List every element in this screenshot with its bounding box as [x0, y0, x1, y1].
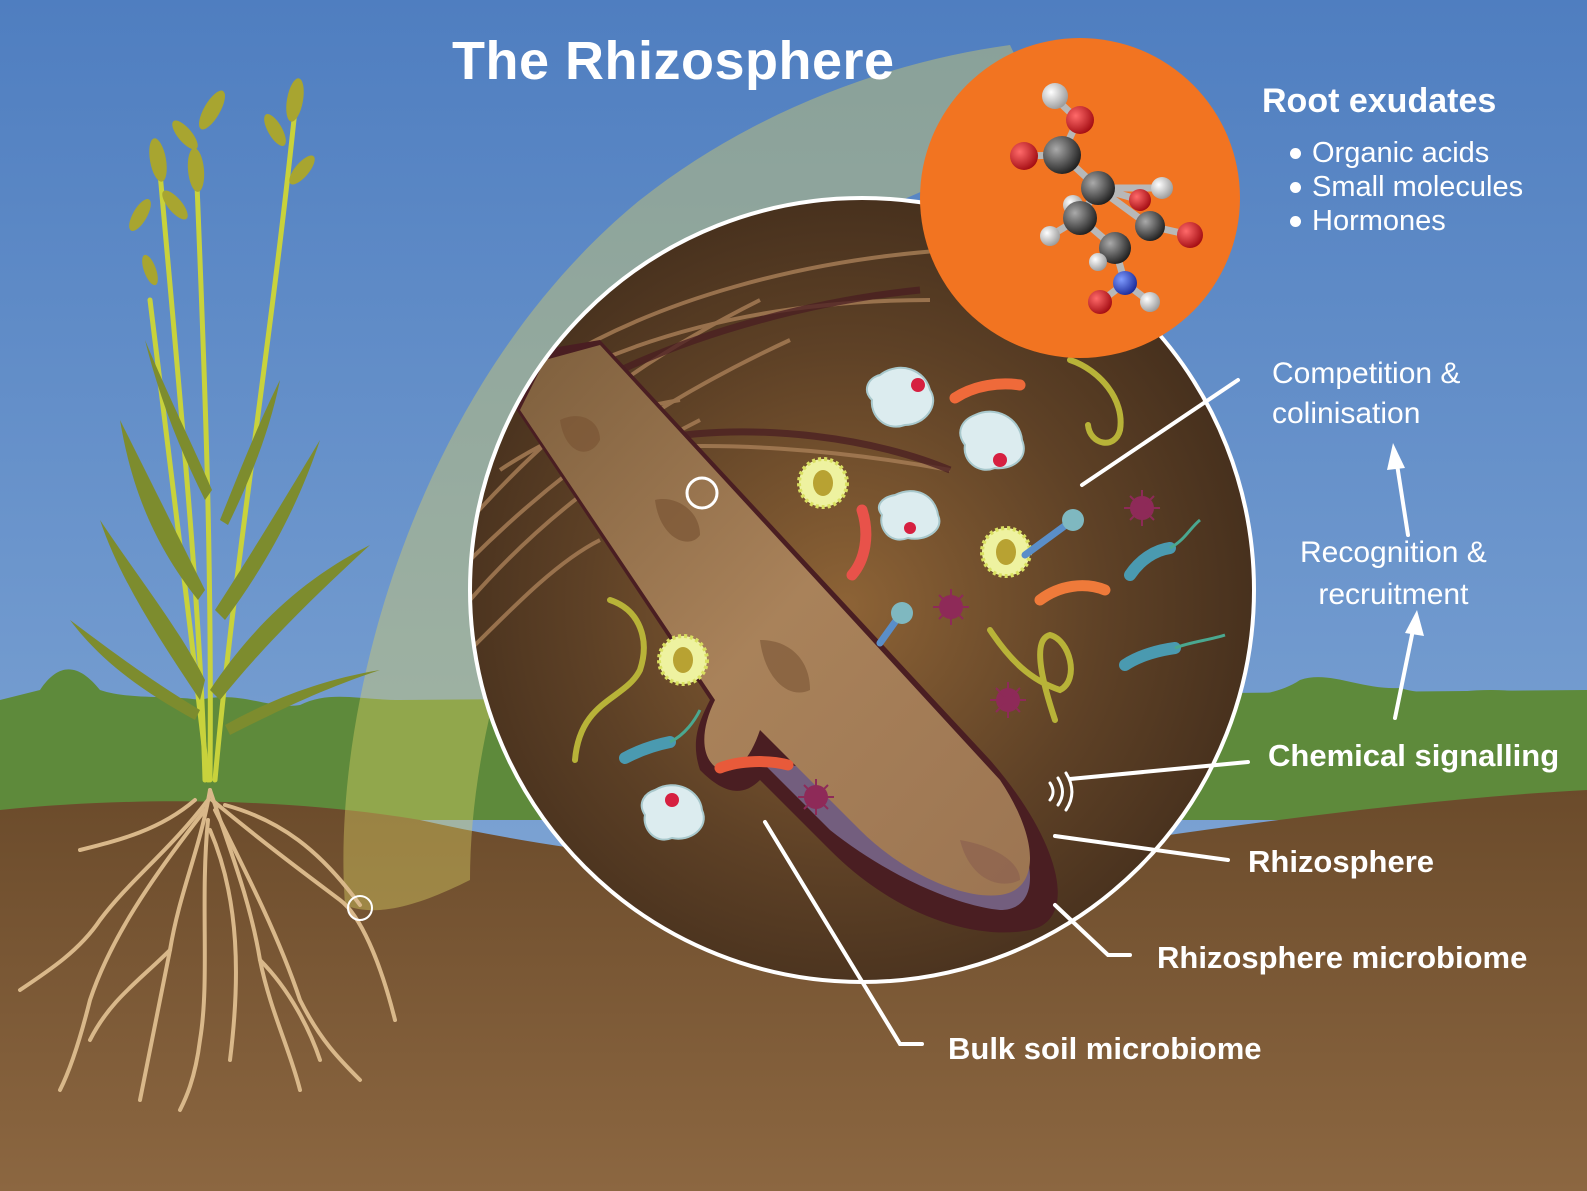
root-body [520, 345, 1030, 896]
page-title: The Rhizosphere [452, 31, 895, 91]
recognition-label: Recognition & recruitment [1300, 532, 1487, 616]
competition-line-1: Competition & [1272, 357, 1461, 390]
microbes [572, 357, 1226, 841]
rhizosphere-microbiome-label: Rhizosphere microbiome [1157, 940, 1528, 975]
hills-right [1200, 677, 1587, 820]
soil [0, 790, 1587, 1191]
recognition-line-1: Recognition & [1300, 536, 1487, 569]
list-item: Hormones [1290, 204, 1523, 238]
list-item: Small molecules [1290, 170, 1523, 204]
root-exudates-list: Organic acids Small molecules Hormones [1290, 136, 1523, 238]
root-exudate-molecule [920, 38, 1240, 358]
magnified-view [468, 196, 1256, 984]
list-item: Organic acids [1290, 136, 1523, 170]
leader-lines [763, 378, 1416, 1046]
root-exudates-heading: Root exudates [1262, 82, 1497, 120]
competition-line-2: colinisation [1272, 397, 1421, 430]
recognition-line-2: recruitment [1318, 578, 1469, 611]
plant [18, 78, 397, 1112]
chemical-signalling-label: Chemical signalling [1268, 738, 1560, 773]
competition-label: Competition & colinisation [1272, 354, 1460, 434]
arrow-heads [1387, 443, 1424, 636]
bulk-soil-microbiome-label: Bulk soil microbiome [948, 1031, 1262, 1066]
rhizosphere-label: Rhizosphere [1248, 844, 1435, 879]
